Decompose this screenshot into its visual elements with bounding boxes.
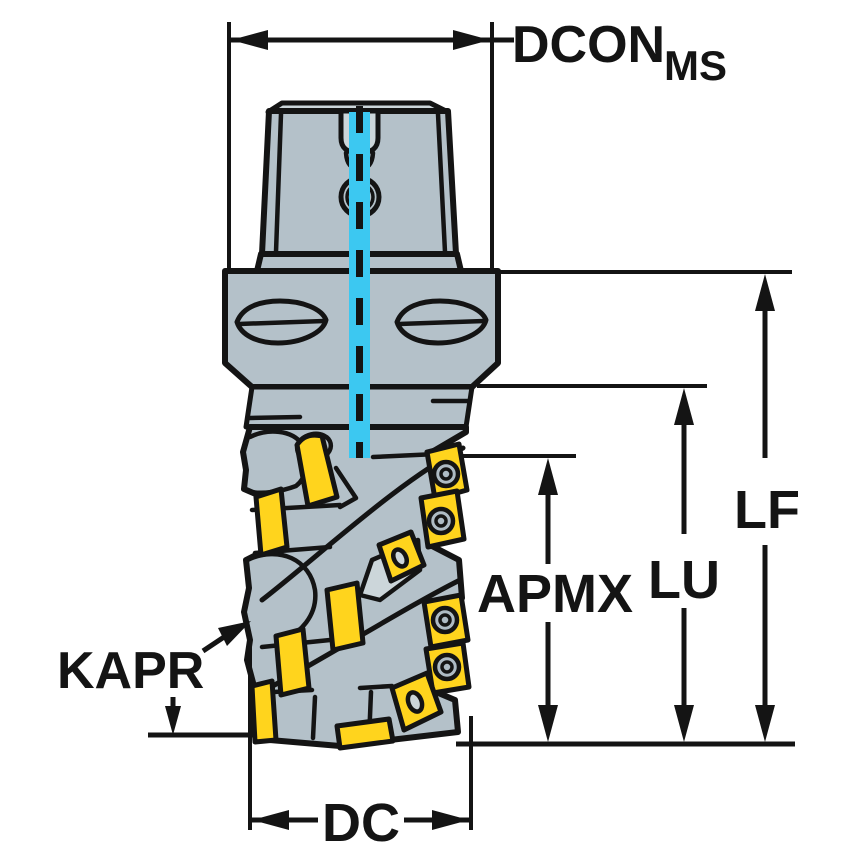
dcon-arrow-right (453, 30, 490, 50)
insert-edge-bottom (334, 716, 396, 751)
apmx-label: APMX (477, 564, 633, 624)
kapr-arrow-down (165, 706, 181, 735)
inserts (249, 432, 472, 751)
insert-screw-4 (432, 652, 462, 682)
dc-label: DC (322, 793, 400, 853)
neck-facet-left (247, 414, 303, 421)
facet-wedge-1 (333, 465, 359, 510)
gripper-groove-left-line (236, 318, 327, 327)
insert-screw-3 (430, 605, 460, 635)
dimensions: DCON MS LF LU APMX (57, 16, 800, 853)
insert-edge-center (324, 580, 366, 653)
insert-edge-left-2 (273, 626, 312, 698)
insert-screw-1-center (439, 467, 453, 481)
insert-edge-left-1 (253, 486, 290, 558)
lu-label: LU (648, 550, 720, 610)
insert-screw-1 (431, 459, 461, 489)
kapr-label: KAPR (57, 642, 204, 700)
insert-screw-4-center (440, 660, 454, 674)
lf-arrow-up (755, 274, 775, 311)
bottom-band-line-right (357, 683, 395, 691)
insert-edge-left-bottom (249, 678, 279, 745)
shank-right-edge-line (435, 111, 448, 255)
dc-dimension: DC (248, 645, 473, 853)
lu-dimension: LU (477, 384, 720, 742)
apmx-arrow-down (538, 705, 558, 742)
dc-arrow-right (432, 810, 469, 830)
lu-arrow-down (674, 705, 694, 742)
dcon-dimension: DCON MS (227, 16, 727, 269)
apmx-dimension: APMX (462, 454, 633, 742)
insert-mid-1-hole (390, 547, 410, 569)
insert-screw-3-center (438, 613, 452, 627)
insert-screw-2 (426, 506, 456, 536)
kapr-annotation: KAPR (57, 621, 253, 738)
insert-edge-top (294, 432, 340, 509)
shank-left-edge-line (273, 111, 284, 255)
dcon-label: DCON (512, 16, 665, 74)
lu-arrow-up (674, 388, 694, 425)
lf-arrow-down (755, 705, 775, 742)
lf-label: LF (734, 480, 800, 540)
kapr-leader-shaft (201, 634, 226, 654)
bottom-facet-1 (310, 694, 318, 741)
insert-mid-2-hole (405, 690, 425, 714)
gripper-groove-right-line (396, 318, 487, 327)
insert-screw-2-center (434, 514, 448, 528)
dcon-arrow-left (231, 30, 268, 50)
centerline-cyan-band (349, 112, 370, 458)
dcon-subscript-label: MS (664, 42, 727, 89)
spindle-centerline (349, 106, 370, 458)
apmx-arrow-up (538, 458, 558, 495)
kapr-leader-arrow (218, 621, 251, 646)
lf-dimension: LF (497, 270, 800, 742)
